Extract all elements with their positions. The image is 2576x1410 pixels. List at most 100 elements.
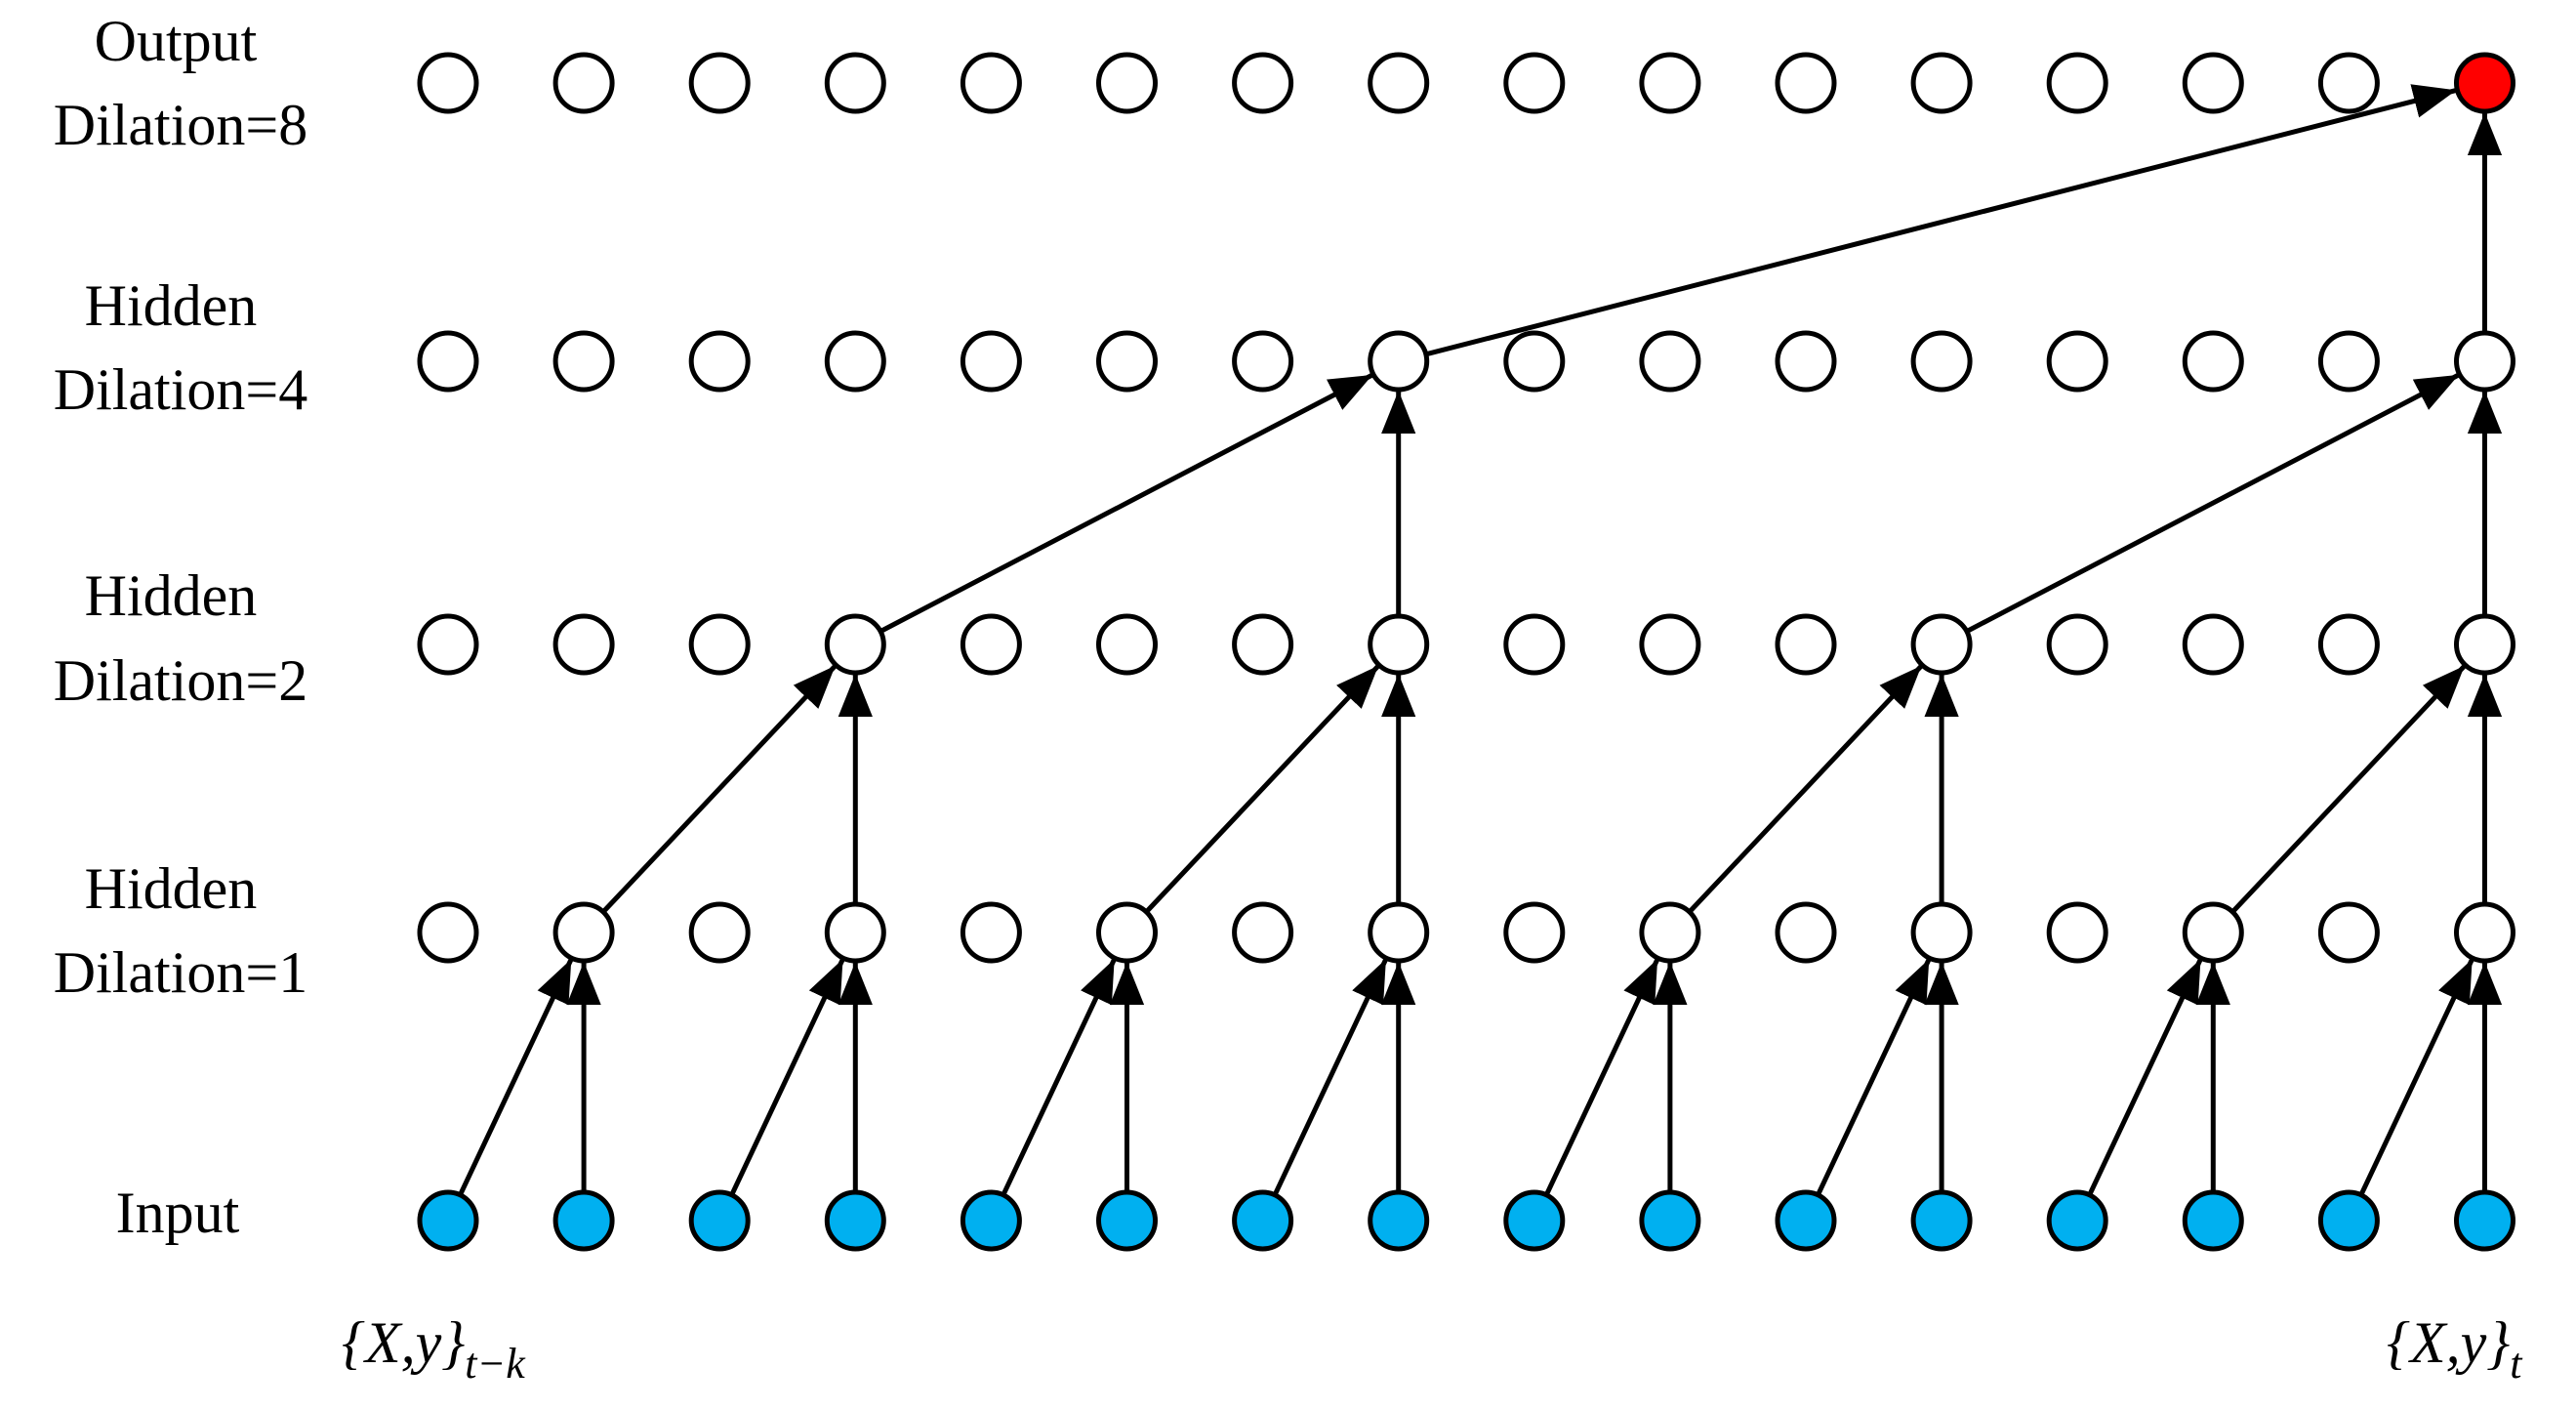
- hidden-d2-node: [1096, 613, 1158, 676]
- connection-edges: [458, 84, 2503, 1196]
- input-node: [2454, 1189, 2515, 1252]
- edge-d1-to-d2: [1687, 664, 1924, 914]
- input-node: [2046, 1189, 2108, 1252]
- time-start-subscript: t−k: [465, 1340, 526, 1388]
- hidden-d1-node: [1232, 901, 1294, 964]
- hidden-d1-node: [552, 901, 615, 964]
- edge-d4-to-output: [1425, 84, 2458, 357]
- output-layer-label: Output: [95, 9, 258, 73]
- hidden-d4-node: [552, 330, 615, 393]
- hidden-d2-node: [552, 613, 615, 676]
- time-start-label: {X,y}t−k: [342, 1310, 526, 1388]
- edge-d2-to-d4: [879, 372, 1374, 634]
- hidden-d2-node: [960, 613, 1022, 676]
- hidden-d2-node: [1232, 613, 1294, 676]
- hidden-d1-node: [960, 901, 1022, 964]
- output-node: [1096, 52, 1158, 114]
- edge-d2-to-d4: [1965, 372, 2461, 634]
- edge-input-to-d1: [2087, 958, 2203, 1196]
- hidden-d2-node: [1503, 613, 1566, 676]
- hidden-d2-node: [417, 613, 479, 676]
- hidden-d2-node: [824, 613, 886, 676]
- input-node: [1503, 1189, 1566, 1252]
- input-node: [2317, 1189, 2380, 1252]
- time-start-main: {X,y}: [342, 1310, 465, 1375]
- hidden-d1-node: [417, 901, 479, 964]
- edge-d1-to-d2: [601, 664, 838, 914]
- input-node: [1775, 1189, 1837, 1252]
- input-node: [824, 1189, 886, 1252]
- time-end-main: {X,y}: [2387, 1310, 2510, 1375]
- output-node: [552, 52, 615, 114]
- input-node: [688, 1189, 751, 1252]
- hidden-d4-node: [2317, 330, 2380, 393]
- input-node: [552, 1189, 615, 1252]
- hidden-d4-node: [1910, 330, 1973, 393]
- hidden2-layer-label: Hidden: [85, 563, 258, 628]
- hidden-d2-node: [1368, 613, 1430, 676]
- edge-input-to-d1: [1816, 958, 1932, 1196]
- edge-input-to-d1: [1001, 958, 1117, 1196]
- hidden-d1-node: [1503, 901, 1566, 964]
- hidden-d4-node: [960, 330, 1022, 393]
- hidden-d2-node: [688, 613, 751, 676]
- input-node: [1910, 1189, 1973, 1252]
- hidden-d2-node: [2046, 613, 2108, 676]
- output-node: [960, 52, 1022, 114]
- output-node: [417, 52, 479, 114]
- hidden-d2-node: [2182, 613, 2244, 676]
- output-node: [1368, 52, 1430, 114]
- hidden1-dilation-label: Dilation=1: [54, 940, 307, 1005]
- hidden-d4-node: [417, 330, 479, 393]
- input-node: [1639, 1189, 1701, 1252]
- edge-input-to-d1: [458, 958, 574, 1196]
- hidden-d4-node: [2454, 330, 2515, 393]
- edge-input-to-d1: [1272, 958, 1389, 1196]
- output-node: [1503, 52, 1566, 114]
- hidden-d4-node: [1096, 330, 1158, 393]
- edge-d1-to-d2: [1144, 664, 1380, 914]
- time-end-subscript: t: [2510, 1340, 2523, 1388]
- hidden-d1-node: [1368, 901, 1430, 964]
- input-node: [2182, 1189, 2244, 1252]
- output-node: [1775, 52, 1837, 114]
- input-node: [1232, 1189, 1294, 1252]
- output-node: [2317, 52, 2380, 114]
- hidden-d4-node: [688, 330, 751, 393]
- hidden-d4-node: [824, 330, 886, 393]
- hidden-d1-node: [1910, 901, 1973, 964]
- hidden-d1-node: [688, 901, 751, 964]
- hidden-d1-node: [2454, 901, 2515, 964]
- hidden-d1-node: [1775, 901, 1837, 964]
- input-node: [1096, 1189, 1158, 1252]
- hidden-d2-node: [2317, 613, 2380, 676]
- hidden-d4-node: [1503, 330, 1566, 393]
- hidden2-dilation-label: Dilation=2: [54, 648, 307, 713]
- hidden4-layer-label: Hidden: [85, 273, 258, 338]
- hidden1-layer-label: Hidden: [85, 856, 258, 921]
- input-node: [417, 1189, 479, 1252]
- edge-input-to-d1: [2358, 958, 2474, 1196]
- hidden-d4-node: [1232, 330, 1294, 393]
- hidden-d1-node: [2046, 901, 2108, 964]
- hidden-d2-node: [1775, 613, 1837, 676]
- hidden-d1-node: [2182, 901, 2244, 964]
- output-node: [2182, 52, 2244, 114]
- hidden-d4-node: [1639, 330, 1701, 393]
- output-node: [1639, 52, 1701, 114]
- hidden-d4-node: [2046, 330, 2108, 393]
- hidden-d4-node: [1368, 330, 1430, 393]
- input-node: [1368, 1189, 1430, 1252]
- output-target-node: [2454, 52, 2515, 114]
- input-node: [960, 1189, 1022, 1252]
- hidden-d4-node: [1775, 330, 1837, 393]
- hidden-d2-node: [1639, 613, 1701, 676]
- edge-input-to-d1: [1543, 958, 1660, 1196]
- output-node: [824, 52, 886, 114]
- hidden-d1-node: [1639, 901, 1701, 964]
- edge-input-to-d1: [729, 958, 845, 1196]
- edge-d1-to-d2: [2230, 664, 2467, 914]
- time-end-label: {X,y}t: [2387, 1310, 2523, 1388]
- hidden-d2-node: [2454, 613, 2515, 676]
